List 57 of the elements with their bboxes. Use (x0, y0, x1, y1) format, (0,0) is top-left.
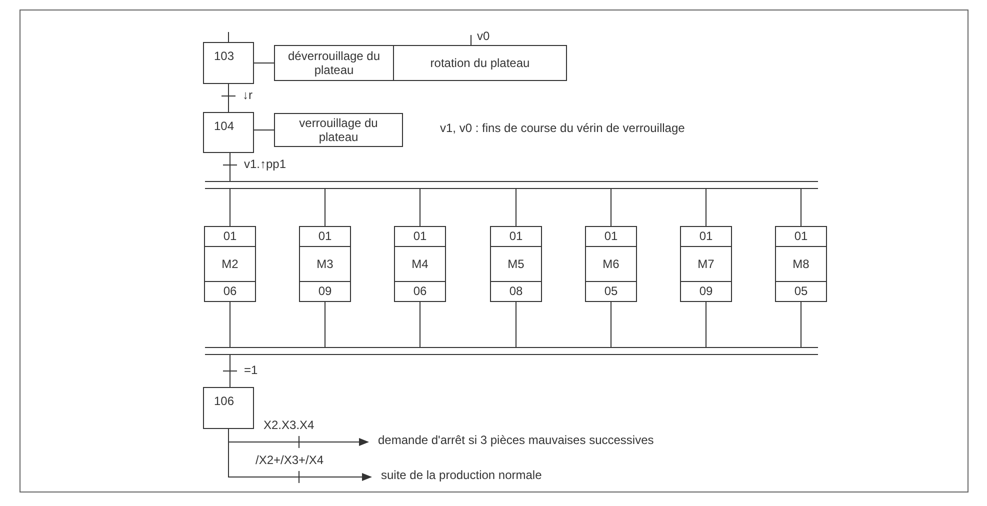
macro-step-label: M4 (395, 246, 445, 281)
connector-line (800, 188, 802, 226)
arrow (228, 428, 372, 484)
macro-step-label: M6 (586, 246, 636, 281)
entry-step-number: 01 (508, 228, 524, 245)
exit-step-number: 05 (776, 281, 826, 301)
step-box: 103 (203, 42, 254, 84)
connector-line (222, 354, 238, 388)
entry-step-number: 01 (222, 228, 238, 245)
connector-line (324, 188, 326, 226)
note-text: v1, v0 : fins de course du vérin de verrouillage (440, 121, 685, 135)
macro-step-box (204, 226, 256, 302)
macro-step-label: M5 (491, 246, 541, 281)
step-box: 104 (203, 112, 254, 153)
exit-step-number: 06 (205, 281, 255, 301)
output-text: demande d'arrêt si 3 pièces mauvaises successives (378, 433, 758, 449)
transition-condition: ↓r (242, 88, 252, 102)
action-box: rotation du plateau (393, 45, 567, 81)
macro-step-label: M8 (776, 246, 826, 281)
connector-line (324, 300, 326, 348)
output-text: suite de la production normale (381, 468, 681, 484)
entry-step-number: 01 (603, 228, 619, 245)
connector-line (222, 152, 238, 182)
transition-condition: v1.↑pp1 (244, 157, 286, 171)
macro-step-box (680, 226, 732, 302)
step-box: 106 (203, 387, 254, 429)
connector-line (221, 84, 236, 112)
exit-step-number: 09 (681, 281, 731, 301)
connector-line (228, 32, 229, 42)
macro-step-label: M2 (205, 246, 255, 281)
entry-step-number: 01 (698, 228, 714, 245)
exit-step-number: 05 (586, 281, 636, 301)
transition-condition: /X2+/X3+/X4 (256, 453, 324, 467)
macro-step-box (490, 226, 542, 302)
connector-line (254, 62, 274, 64)
entry-step-number: 01 (317, 228, 333, 245)
macro-step-label: M7 (681, 246, 731, 281)
action-box: verrouillage du plateau (274, 113, 403, 147)
connector-line (610, 188, 612, 226)
entry-step-number: 01 (793, 228, 809, 245)
transition-condition: X2.X3.X4 (264, 418, 314, 432)
macro-step-label: M3 (300, 246, 350, 281)
exit-step-number: 08 (491, 281, 541, 301)
macro-step-box (775, 226, 827, 302)
action-box: déverrouillage du plateau (274, 45, 394, 81)
parallel-double-bar (205, 347, 818, 355)
macro-step-box (394, 226, 446, 302)
macro-step-box (585, 226, 637, 302)
condition-label: v0 (477, 29, 490, 43)
exit-step-number: 06 (395, 281, 445, 301)
exit-step-number: 09 (300, 281, 350, 301)
connector-line (800, 300, 802, 348)
parallel-double-bar (205, 181, 818, 189)
transition-condition: =1 (244, 363, 258, 377)
macro-step-box (299, 226, 351, 302)
entry-step-number: 01 (412, 228, 428, 245)
connector-line (610, 300, 612, 348)
